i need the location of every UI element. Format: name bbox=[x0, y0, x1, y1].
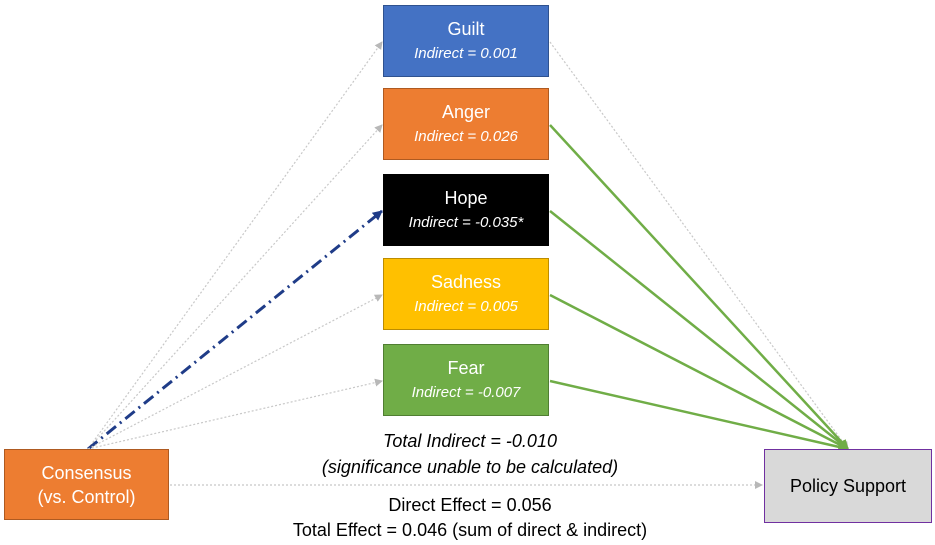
path-consensus-sadness bbox=[87, 294, 383, 450]
mediator-indirect-effect: Indirect = 0.001 bbox=[414, 45, 518, 62]
path-sadness-policy bbox=[549, 293, 849, 451]
mediator-sadness-box: Sadness Indirect = 0.005 bbox=[383, 258, 549, 330]
path-fear-policy bbox=[549, 379, 849, 452]
path-anger-policy bbox=[549, 124, 849, 450]
mediator-name: Guilt bbox=[447, 19, 485, 39]
mediator-fear-box: Fear Indirect = -0.007 bbox=[383, 344, 549, 416]
total-effect-label: Total Effect = 0.046 (sum of direct & in… bbox=[292, 520, 648, 540]
path-guilt-policy bbox=[549, 41, 849, 450]
path-consensus-hope bbox=[87, 209, 383, 451]
direct-effect-label: Direct Effect = 0.056 bbox=[388, 495, 552, 515]
mediator-name: Anger bbox=[441, 102, 491, 122]
total-indirect-label: Total Indirect = -0.010 bbox=[383, 431, 557, 451]
mediator-indirect-effect: Indirect = -0.035* bbox=[408, 214, 524, 231]
mediator-indirect-effect: Indirect = 0.026 bbox=[414, 128, 518, 145]
mediator-indirect-effect: Indirect = -0.007 bbox=[411, 384, 521, 401]
path-consensus-anger bbox=[87, 124, 383, 450]
mediator-hope-box: Hope Indirect = -0.035* bbox=[383, 174, 549, 246]
mediator-name: Fear bbox=[447, 358, 485, 378]
mediator-name: Sadness bbox=[430, 272, 502, 292]
outcome-name: Policy Support bbox=[789, 476, 907, 496]
path-hope-policy bbox=[549, 210, 849, 450]
outcome-policy-support-box: Policy Support bbox=[764, 449, 932, 523]
predictor-consensus-box: Consensus (vs. Control) bbox=[4, 449, 169, 520]
mediator-anger-box: Anger Indirect = 0.026 bbox=[383, 88, 549, 160]
mediator-indirect-effect: Indirect = 0.005 bbox=[414, 298, 518, 315]
predictor-name: Consensus bbox=[41, 462, 132, 483]
predictor-condition: (vs. Control) bbox=[37, 486, 136, 507]
mediator-name: Hope bbox=[444, 188, 488, 208]
significance-note: (significance unable to be calculated) bbox=[321, 457, 619, 477]
mediator-guilt-box: Guilt Indirect = 0.001 bbox=[383, 5, 549, 77]
